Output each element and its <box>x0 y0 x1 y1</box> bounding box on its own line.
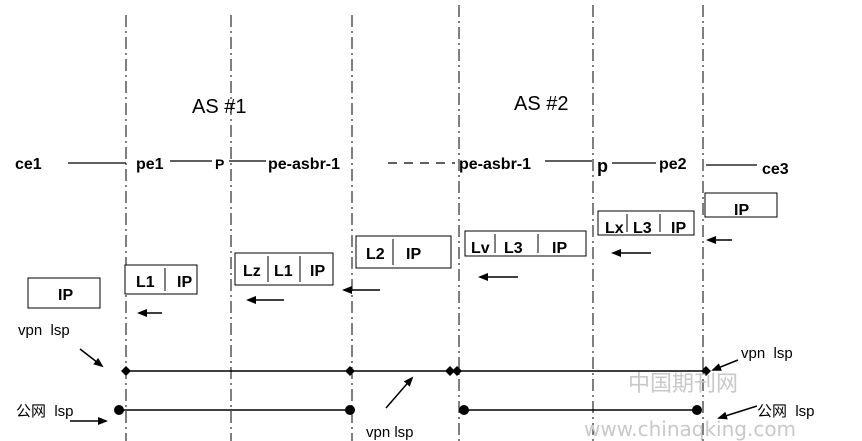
packet-p2: Lx L3 IP <box>597 210 695 237</box>
arrow-pointer-icon <box>717 405 758 420</box>
packet-field: IP <box>552 240 567 257</box>
as1-title: AS #1 <box>192 96 246 118</box>
packet-field: L1 <box>136 274 155 291</box>
watermark-line1: 中国期刊网 <box>628 372 738 397</box>
packet-asbr1: L2 IP <box>355 235 452 269</box>
packet-field: IP <box>734 202 749 219</box>
vpn-lsp-line <box>121 366 711 376</box>
vpn-lsp-label-right: vpn lsp <box>741 345 793 362</box>
node-p1: P <box>215 156 224 172</box>
vpn-lsp-label-bottom: vpn lsp <box>366 424 414 441</box>
packet-pe1: L1 IP <box>124 264 198 295</box>
packet-field: L2 <box>366 246 385 263</box>
packet-field: IP <box>58 287 73 304</box>
arrow-pointer-icon <box>385 376 414 409</box>
packet-field: L3 <box>633 220 652 237</box>
node-ce1: ce1 <box>15 156 42 173</box>
node-ce3: ce3 <box>762 161 789 178</box>
packet-field: IP <box>177 274 192 291</box>
packet-asbr2: Lv L3 IP <box>464 230 587 257</box>
arrow-pointer-icon <box>79 348 104 368</box>
packet-p1: Lz L1 IP <box>234 252 334 286</box>
packet-ce1: IP <box>27 277 101 309</box>
vpn-lsp-label-left: vpn lsp <box>18 322 70 339</box>
flow-arrows <box>137 236 732 317</box>
packet-field: IP <box>671 220 686 237</box>
topology-links <box>68 160 757 166</box>
node-asbr2: pe-asbr-1 <box>459 156 531 173</box>
packet-field: IP <box>406 246 421 263</box>
node-asbr1: pe-asbr-1 <box>268 156 340 173</box>
packet-field: Lz <box>243 263 261 280</box>
arrow-pointer-icon <box>711 359 739 371</box>
packet-field: Lv <box>471 240 490 257</box>
public-lsp-label-left: 公网 lsp <box>16 403 74 420</box>
packet-field: L1 <box>274 263 293 280</box>
packet-field: Lx <box>605 220 624 237</box>
packet-field: IP <box>310 263 325 280</box>
node-p2: p <box>597 156 608 176</box>
node-pe1: pe1 <box>136 156 164 173</box>
packet-field: L3 <box>504 240 523 257</box>
node-pe2: pe2 <box>659 156 687 173</box>
watermark-line2: www.chinaqking.com <box>584 417 796 441</box>
public-lsp-line <box>114 405 702 415</box>
public-lsp-label-right: 公网 lsp <box>757 403 815 420</box>
as2-title: AS #2 <box>514 93 568 115</box>
packet-pe2: IP <box>704 192 778 219</box>
